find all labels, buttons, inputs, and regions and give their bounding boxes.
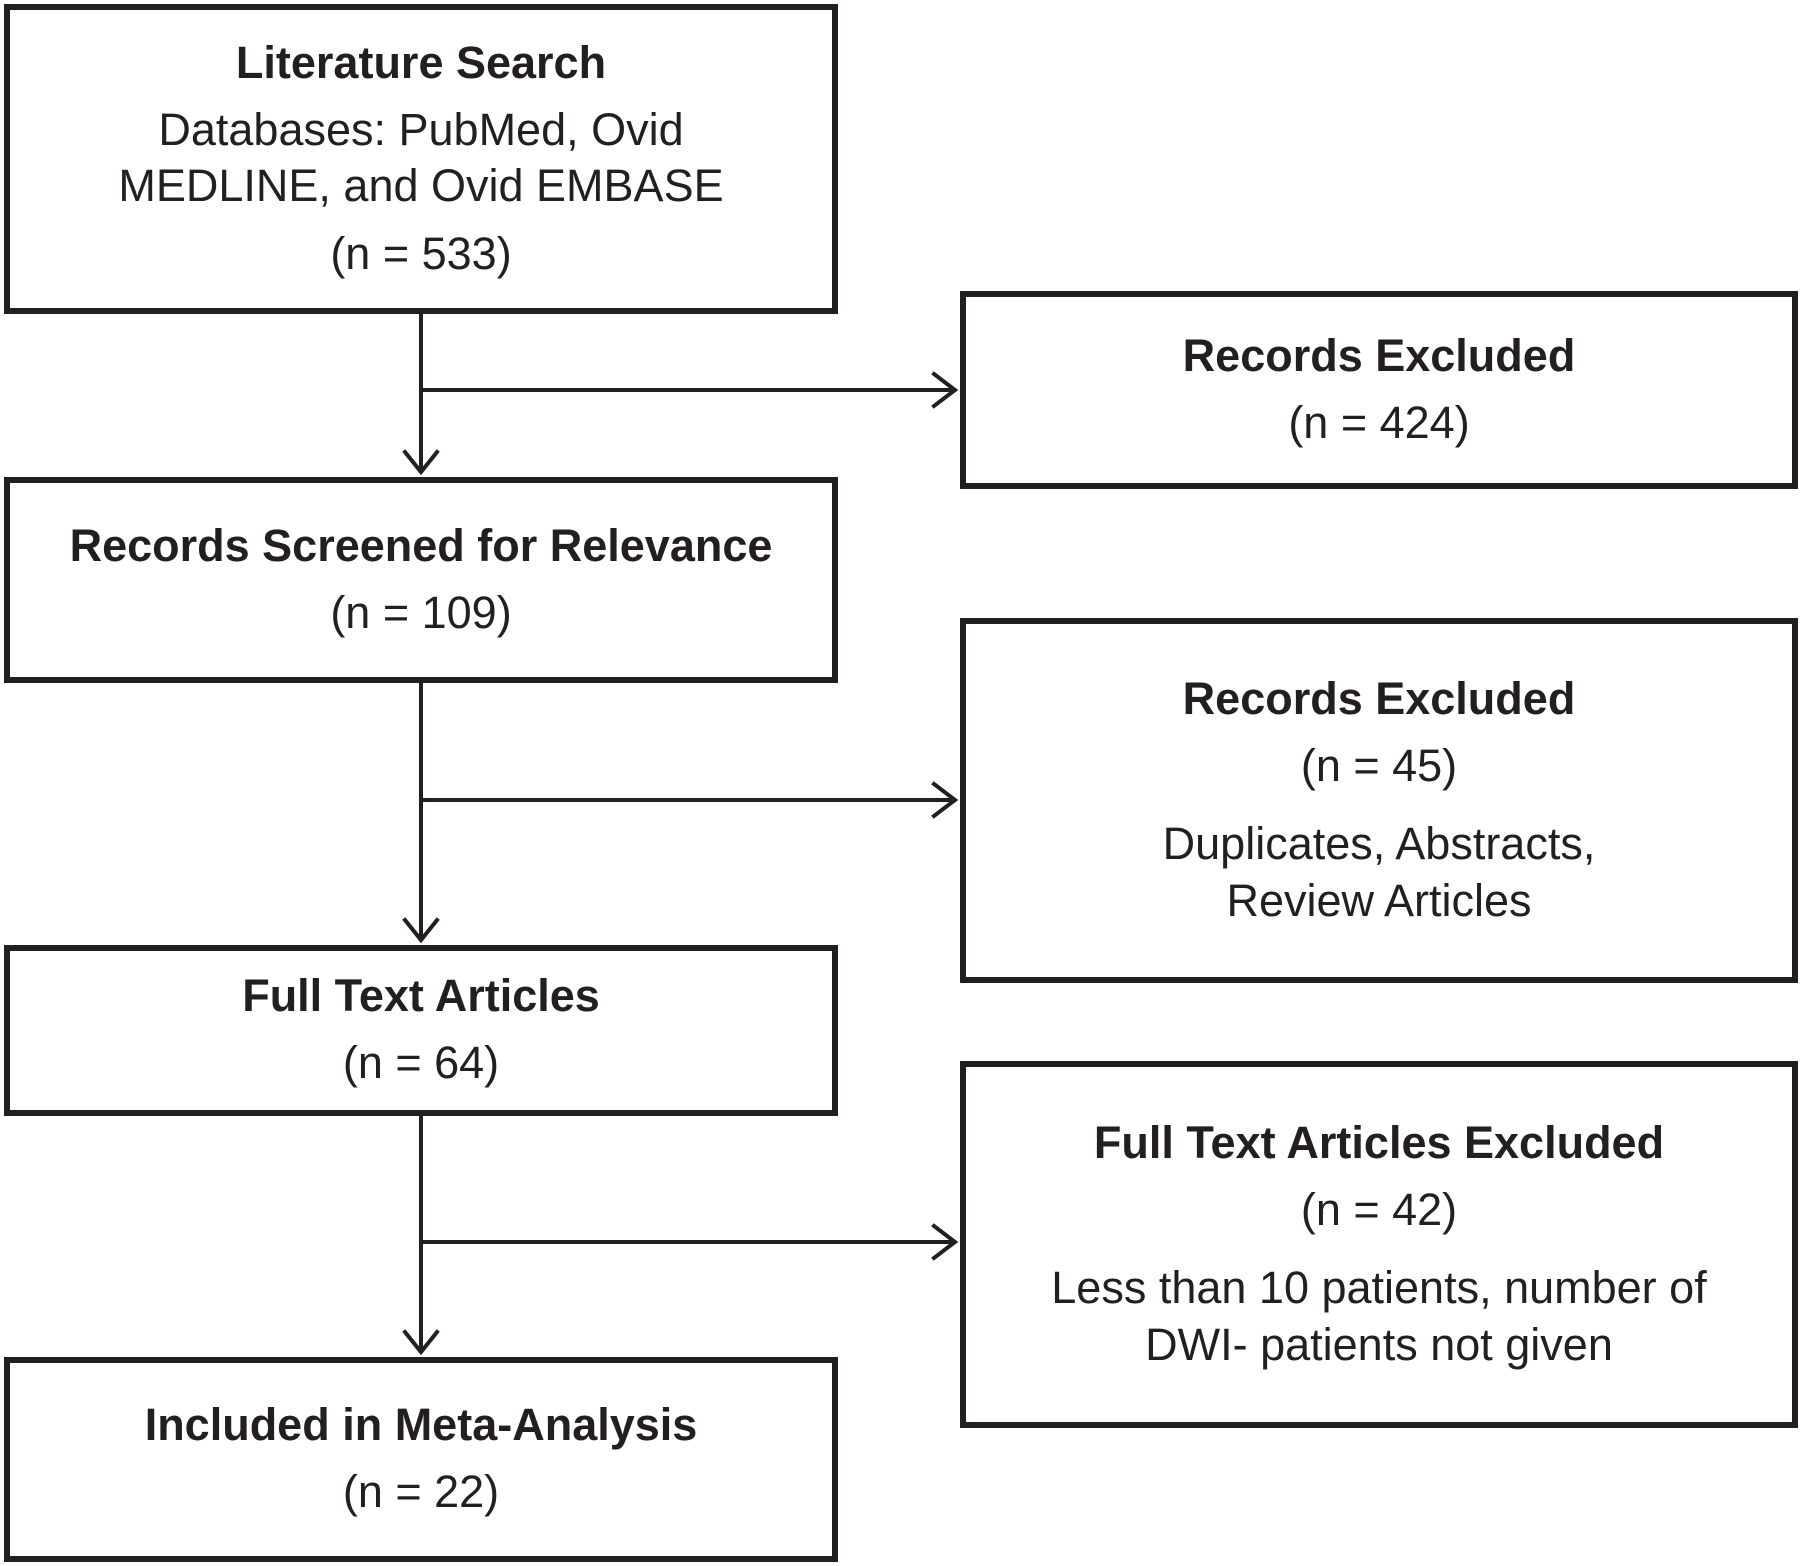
records-excluded-2-title: Records Excluded bbox=[1182, 673, 1576, 725]
arrowhead-right-excluded-1 bbox=[931, 371, 959, 409]
full-text-excluded-title: Full Text Articles Excluded bbox=[1093, 1117, 1665, 1169]
records-excluded-2-reason-line1: Duplicates, Abstracts, bbox=[1162, 818, 1596, 870]
full-text-articles-box: Full Text Articles (n = 64) bbox=[4, 945, 838, 1116]
full-text-articles-count: (n = 64) bbox=[342, 1037, 500, 1089]
literature-search-databases-line2: MEDLINE, and Ovid EMBASE bbox=[118, 159, 724, 211]
literature-search-title: Literature Search bbox=[235, 36, 607, 88]
arrowhead-down-screened bbox=[402, 449, 440, 476]
records-screened-box: Records Screened for Relevance (n = 109) bbox=[4, 477, 838, 683]
arrowhead-right-excluded-3 bbox=[931, 1223, 959, 1261]
records-excluded-1-title: Records Excluded bbox=[1182, 329, 1576, 381]
included-meta-analysis-box: Included in Meta-Analysis (n = 22) bbox=[4, 1357, 838, 1562]
records-excluded-box-2: Records Excluded (n = 45) Duplicates, Ab… bbox=[960, 618, 1798, 983]
full-text-excluded-count: (n = 42) bbox=[1300, 1184, 1458, 1236]
full-text-excluded-reason-line2: DWI- patients not given bbox=[1145, 1318, 1613, 1370]
full-text-excluded-box: Full Text Articles Excluded (n = 42) Les… bbox=[960, 1061, 1798, 1428]
arrowhead-down-included bbox=[402, 1329, 440, 1356]
included-meta-analysis-title: Included in Meta-Analysis bbox=[144, 1399, 698, 1451]
arrowhead-down-fulltext bbox=[402, 917, 440, 944]
records-excluded-1-count: (n = 424) bbox=[1288, 396, 1470, 448]
literature-search-count: (n = 533) bbox=[330, 228, 512, 280]
records-excluded-2-reason-line2: Review Articles bbox=[1226, 874, 1532, 926]
records-excluded-box-1: Records Excluded (n = 424) bbox=[960, 291, 1798, 489]
included-meta-analysis-count: (n = 22) bbox=[342, 1466, 500, 1518]
records-screened-count: (n = 109) bbox=[330, 586, 512, 638]
records-screened-title: Records Screened for Relevance bbox=[69, 519, 773, 571]
records-excluded-2-count: (n = 45) bbox=[1300, 740, 1458, 792]
literature-search-box: Literature Search Databases: PubMed, Ovi… bbox=[4, 4, 838, 314]
full-text-articles-title: Full Text Articles bbox=[242, 970, 600, 1022]
full-text-excluded-reason-line1: Less than 10 patients, number of bbox=[1051, 1262, 1707, 1314]
arrowhead-right-excluded-2 bbox=[931, 781, 959, 819]
literature-search-databases-line1: Databases: PubMed, Ovid bbox=[158, 103, 684, 155]
